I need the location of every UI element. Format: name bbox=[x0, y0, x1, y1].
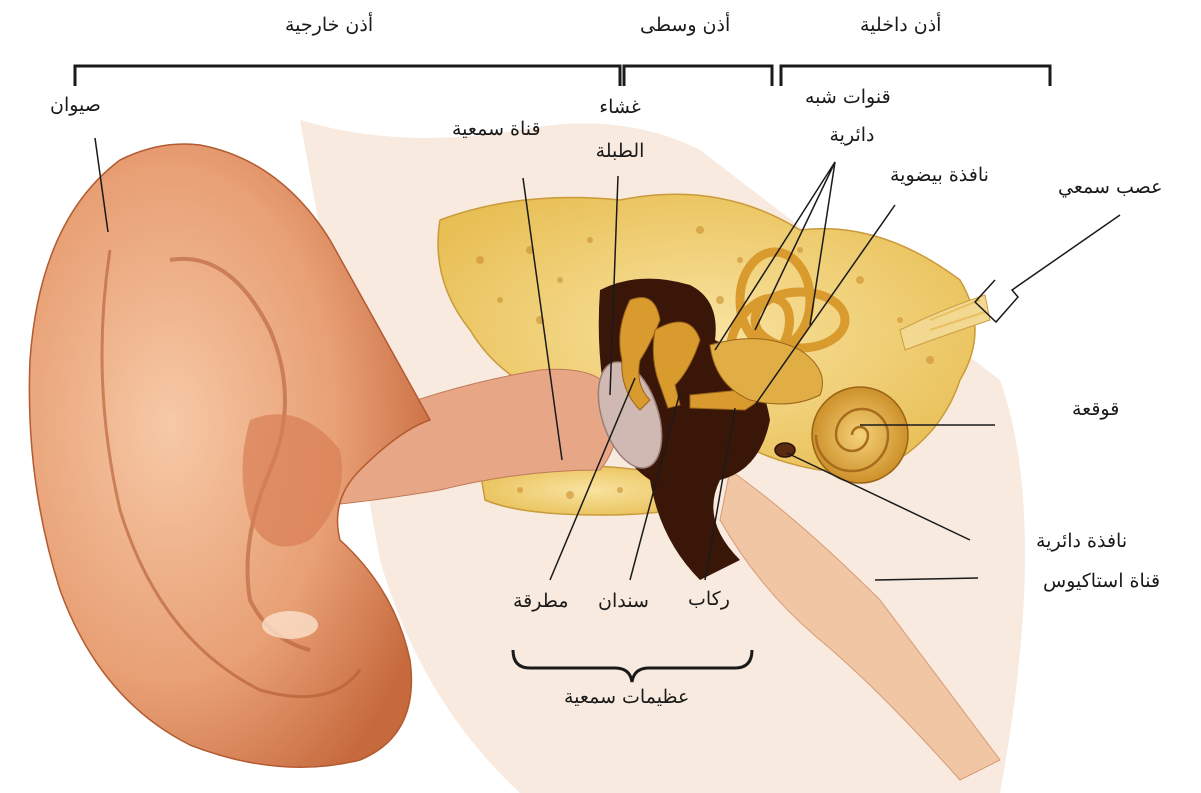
pinna-label: صيوان bbox=[50, 94, 101, 118]
semicircular-label-line2: دائرية bbox=[812, 124, 892, 148]
ossicles-label: عظيمات سمعية bbox=[564, 686, 689, 710]
hammer-label: مطرقة bbox=[513, 590, 569, 614]
cochlea-shape bbox=[812, 387, 908, 483]
middle-ear-label: أذن وسطى bbox=[640, 14, 730, 38]
oval-window-label: نافذة بيضوية bbox=[890, 164, 989, 188]
eardrum-label-line1: غشاء bbox=[590, 96, 650, 120]
inner-ear-label: أذن داخلية bbox=[860, 14, 941, 38]
inner-ear-bracket bbox=[781, 66, 1050, 86]
round-window-label: نافذة دائرية bbox=[1036, 530, 1127, 554]
section-brackets bbox=[75, 66, 1050, 86]
middle-ear-bracket bbox=[624, 66, 772, 86]
anvil-label: سندان bbox=[598, 590, 649, 614]
auditory-nerve-leader bbox=[975, 215, 1120, 322]
earlobe-highlight bbox=[262, 611, 318, 639]
eardrum-label-line2: الطبلة bbox=[585, 140, 655, 164]
auditory-nerve-label: عصب سمعي bbox=[1058, 176, 1162, 200]
outer-ear-bracket bbox=[75, 66, 620, 86]
ear-canal-label: قناة سمعية bbox=[452, 118, 541, 142]
outer-ear-label: أذن خارجية bbox=[285, 14, 373, 38]
eustachian-tube-label: قناة استاكيوس bbox=[1043, 570, 1160, 594]
semicircular-label-line1: قنوات شبه bbox=[805, 86, 891, 110]
stirrup-label: ركاب bbox=[688, 588, 730, 612]
cochlea-label: قوقعة bbox=[1072, 398, 1119, 422]
